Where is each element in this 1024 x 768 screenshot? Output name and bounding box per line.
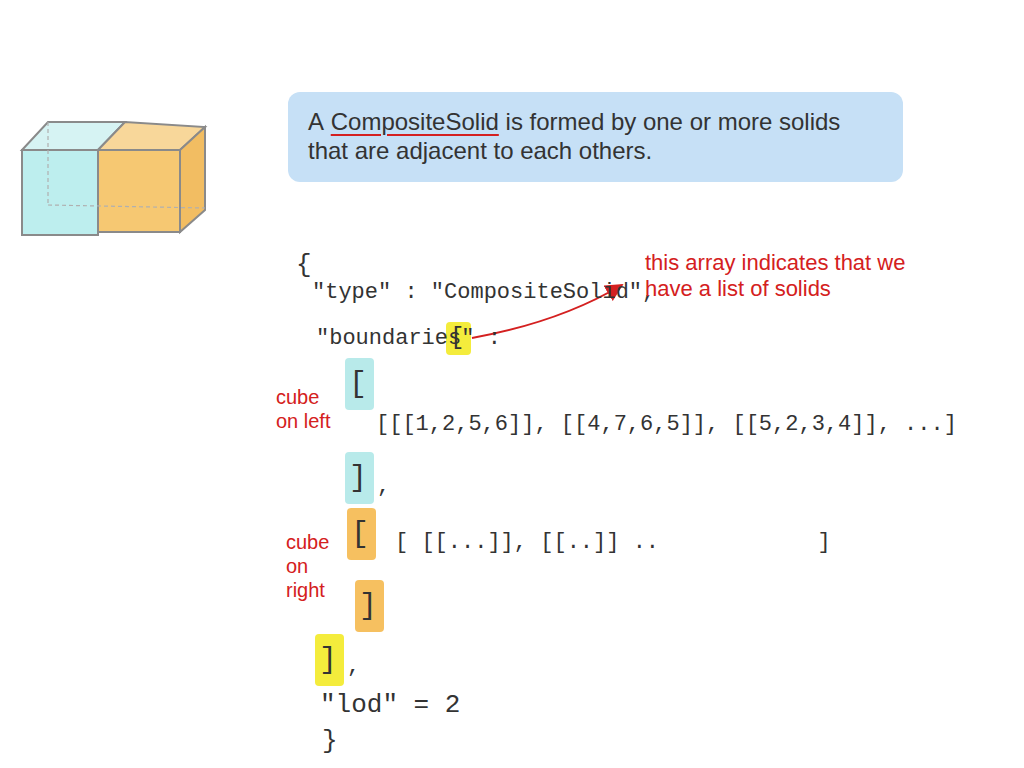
hidden-edge [47, 122, 48, 205]
annotation-note: cube on left [276, 385, 334, 433]
punctuation: , [347, 654, 360, 680]
hidden-edge [48, 205, 205, 208]
highlight-bracket: ] [355, 580, 384, 632]
highlight-bracket: [ [345, 358, 374, 410]
highlight-bracket: [ [347, 508, 376, 560]
node-text: ] [349, 461, 367, 495]
code-line: [ [[...]], [[..]] .. ] [395, 530, 831, 556]
node-text: [ [351, 517, 369, 551]
cubes-illustration [22, 122, 205, 235]
code-brace: { [296, 250, 312, 281]
node-text: ] [359, 589, 377, 623]
code-line: [[[1,2,5,6]], [[4,7,6,5]], [[5,2,3,4]], … [376, 412, 957, 438]
code-line: "lod" = 2 [320, 690, 460, 721]
definition-band: ACompositeSolidis formed by one or more … [288, 92, 903, 182]
right-cube-front [98, 150, 180, 232]
node-text: [ [349, 367, 367, 401]
left-cube-front [22, 150, 98, 235]
code-line: "type" : "CompositeSolid", [312, 280, 655, 306]
term: CompositeSolid [331, 108, 499, 135]
code-brace: } [322, 726, 338, 757]
node-text: ] [319, 643, 337, 677]
code-line: "boundaries" : [316, 326, 501, 352]
annotation-note: cube on right [286, 530, 344, 602]
punctuation: , [377, 474, 390, 500]
right-cube-side [180, 127, 205, 232]
node-text: A [308, 108, 324, 135]
highlight-bracket: ] [315, 634, 344, 686]
highlight-bracket: ] [345, 452, 374, 504]
annotation-note: this array indicates that we have a list… [645, 250, 945, 303]
